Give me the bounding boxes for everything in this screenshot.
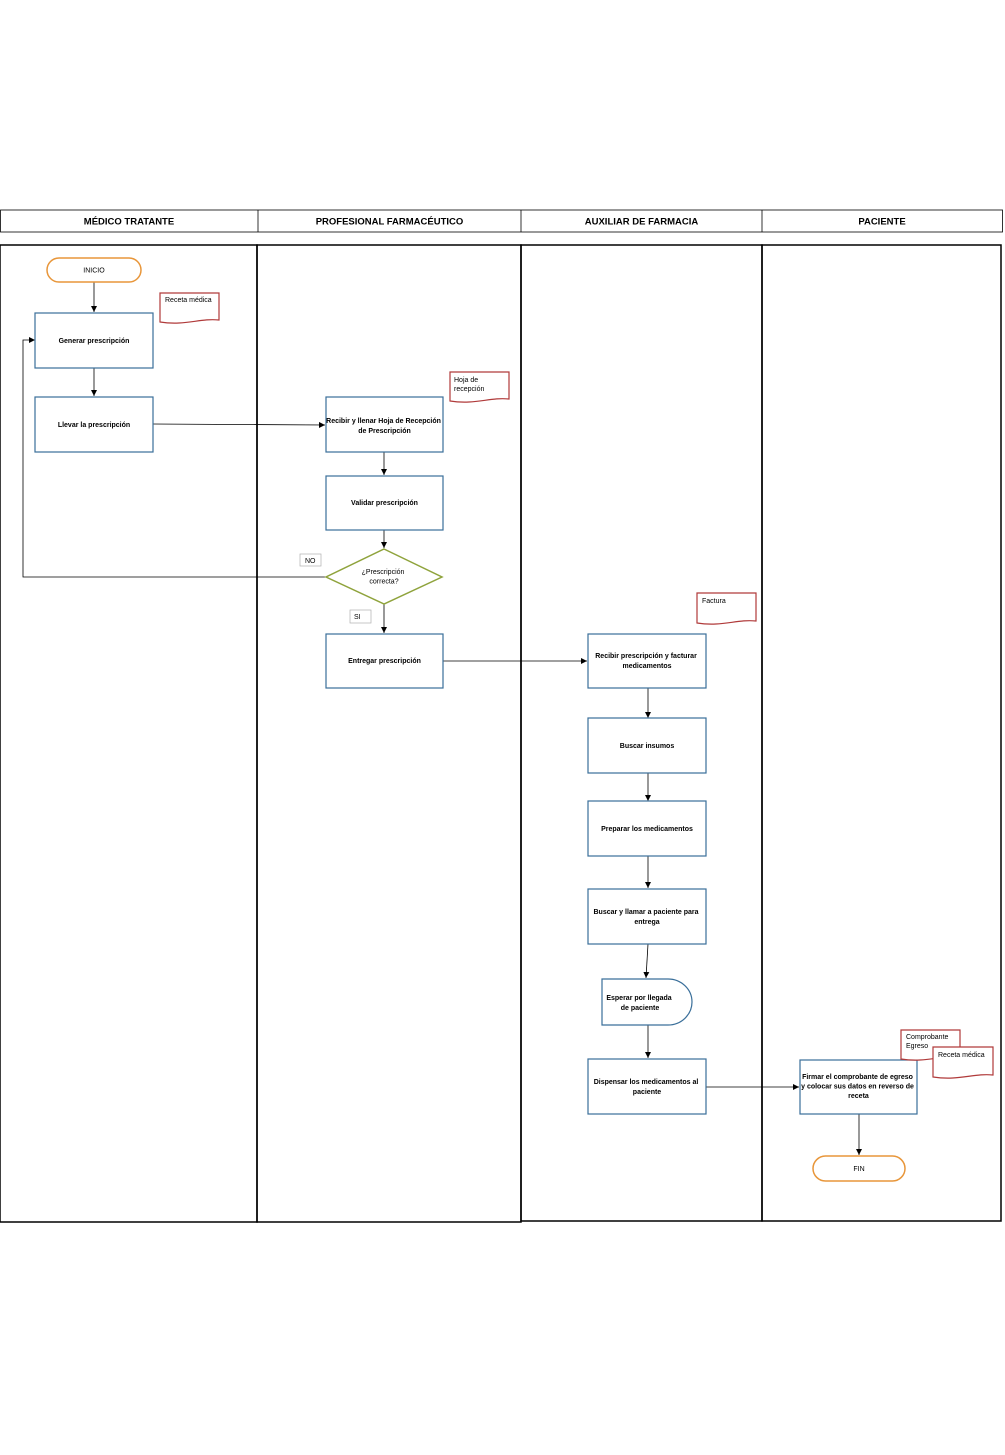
svg-text:Dispensar los medicamentos al: Dispensar los medicamentos al paciente <box>594 1079 701 1096</box>
process-buscar-insumos-line-1: Buscar insumos <box>620 743 675 750</box>
connectors <box>22 282 862 1155</box>
document-receta-medica: Receta médica <box>159 292 220 324</box>
document-factura-line-1: Factura <box>702 598 726 605</box>
process-buscar-insumos: Buscar insumos <box>587 717 707 774</box>
svg-text:Factura: Factura <box>702 598 726 605</box>
branch-label-si-text: SI <box>354 614 361 621</box>
process-firmar-comprobante-line-1: Firmar el comprobante de egreso <box>802 1074 913 1081</box>
document-receta-medica-2: Receta médica <box>932 1046 994 1079</box>
svg-text:Llevar la prescripción: Llevar la prescripción <box>58 422 130 429</box>
process-generar-prescripcion-line-1: Generar prescripción <box>59 338 130 345</box>
delay-esperar-paciente: Esperar por llegada de paciente <box>601 978 693 1026</box>
svg-text:Entregar prescripción: Entregar prescripción <box>348 658 421 665</box>
decision-line-1: ¿Prescripción <box>362 569 405 576</box>
process-recibir-facturar-line-1: Recibir prescripción y facturar <box>595 653 697 660</box>
process-recibir-facturar-line-2: medicamentos <box>622 663 671 670</box>
lane-header-paciente: PACIENTE <box>858 217 905 228</box>
process-preparar-medicamentos: Preparar los medicamentos <box>587 800 707 857</box>
process-firmar-comprobante-line-2: y colocar sus datos en reverso de <box>801 1084 914 1091</box>
arrow-decision-no-loop <box>22 337 327 578</box>
document-receta-medica-2-line-1: Receta médica <box>938 1052 985 1059</box>
document-hoja-recepcion-line-2: recepción <box>454 386 484 393</box>
terminal-inicio-label: INICIO <box>83 268 105 275</box>
process-entregar-prescripcion: Entregar prescripción <box>325 633 444 689</box>
terminal-fin: FIN <box>812 1155 906 1182</box>
process-dispensar-medicamentos-line-2: paciente <box>633 1089 662 1096</box>
process-buscar-llamar-paciente: Buscar y llamar a paciente para entrega <box>587 888 707 945</box>
branch-label-no: NO <box>299 553 322 567</box>
process-recibir-llenar-hoja-line-2: de Prescripción <box>358 428 411 435</box>
process-recibir-llenar-hoja: Recibir y llenar Hoja de Recepción de Pr… <box>325 396 444 453</box>
lane-bodies <box>0 244 1002 1223</box>
process-firmar-comprobante-line-3: receta <box>848 1093 869 1100</box>
arrow-llevar-recibir <box>152 421 326 428</box>
process-llevar-prescripcion-line-1: Llevar la prescripción <box>58 422 130 429</box>
svg-text:Buscar y llamar a paciente par: Buscar y llamar a paciente para entrega <box>593 909 700 926</box>
lane-header-medico: MÉDICO TRATANTE <box>84 217 174 228</box>
process-llevar-prescripcion: Llevar la prescripción <box>34 396 154 453</box>
process-buscar-llamar-paciente-line-1: Buscar y llamar a paciente para <box>593 909 698 916</box>
branch-label-no-text: NO <box>305 558 316 565</box>
process-firmar-comprobante: Firmar el comprobante de egreso y coloca… <box>799 1059 918 1115</box>
svg-text:Receta médica: Receta médica <box>165 297 212 304</box>
document-receta-medica-line-1: Receta médica <box>165 297 212 304</box>
process-recibir-facturar: Recibir prescripción y facturar medicame… <box>587 633 707 689</box>
lane-medico <box>0 244 258 1223</box>
svg-text:Receta médica: Receta médica <box>938 1052 985 1059</box>
svg-text:Hoja de recepción: Hoja de recepción <box>454 377 484 393</box>
decision-line-2: correcta? <box>369 579 398 586</box>
svg-text:Generar prescripción: Generar prescripción <box>59 338 130 345</box>
svg-text:Recibir y llenar Hoja de Recep: Recibir y llenar Hoja de Recepción de Pr… <box>326 418 443 435</box>
document-hoja-recepcion: Hoja de recepción <box>449 371 510 403</box>
lane-paciente <box>761 244 1002 1222</box>
process-entregar-prescripcion-line-1: Entregar prescripción <box>348 658 421 665</box>
svg-text:Recibir prescripción y factura: Recibir prescripción y facturar medicame… <box>595 653 699 670</box>
lane-header-farmaceutico: PROFESIONAL FARMACÉUTICO <box>316 217 464 228</box>
svg-text:Validar prescripción: Validar prescripción <box>351 500 418 507</box>
terminal-fin-label: FIN <box>853 1166 864 1173</box>
process-validar-prescripcion-line-1: Validar prescripción <box>351 500 418 507</box>
svg-text:Esperar por llegada de: Esperar por llegada de paciente <box>606 995 673 1012</box>
process-generar-prescripcion: Generar prescripción <box>34 312 154 369</box>
svg-text:Buscar insumos: Buscar insumos <box>620 743 675 750</box>
document-comprobante-egreso-line-1: Comprobante <box>906 1034 949 1041</box>
lane-header-row: MÉDICO TRATANTE PROFESIONAL FARMACÉUTICO… <box>0 209 1003 233</box>
document-factura: Factura <box>696 592 757 625</box>
process-buscar-llamar-paciente-line-2: entrega <box>634 919 659 926</box>
document-hoja-recepcion-line-1: Hoja de <box>454 377 478 384</box>
arrow-llamar-esperar <box>643 943 650 979</box>
svg-text:Preparar los medicamentos: Preparar los medicamentos <box>601 826 693 833</box>
delay-esperar-paciente-line-2: de paciente <box>621 1005 660 1012</box>
decision-prescripcion-correcta: ¿Prescripción correcta? <box>324 548 444 605</box>
delay-esperar-paciente-line-1: Esperar por llegada <box>606 995 671 1002</box>
process-validar-prescripcion: Validar prescripción <box>325 475 444 531</box>
terminal-inicio: INICIO <box>46 257 142 283</box>
process-preparar-medicamentos-line-1: Preparar los medicamentos <box>601 826 693 833</box>
svg-text:Firmar el comprobante de egres: Firmar el comprobante de egreso y coloca… <box>801 1074 916 1100</box>
process-dispensar-medicamentos: Dispensar los medicamentos al paciente <box>587 1058 707 1115</box>
svg-text:¿Prescripción correcta?: ¿Prescripción correcta? <box>362 569 407 586</box>
process-recibir-llenar-hoja-line-1: Recibir y llenar Hoja de Recepción <box>326 418 441 425</box>
document-comprobante-egreso-line-2: Egreso <box>906 1043 928 1050</box>
branch-label-si: SI <box>349 609 372 624</box>
lane-header-auxiliar: AUXILIAR DE FARMACIA <box>585 217 699 228</box>
process-dispensar-medicamentos-line-1: Dispensar los medicamentos al <box>594 1079 699 1086</box>
svg-text:Comprobante Egreso: Comprobante Egreso <box>906 1034 950 1050</box>
